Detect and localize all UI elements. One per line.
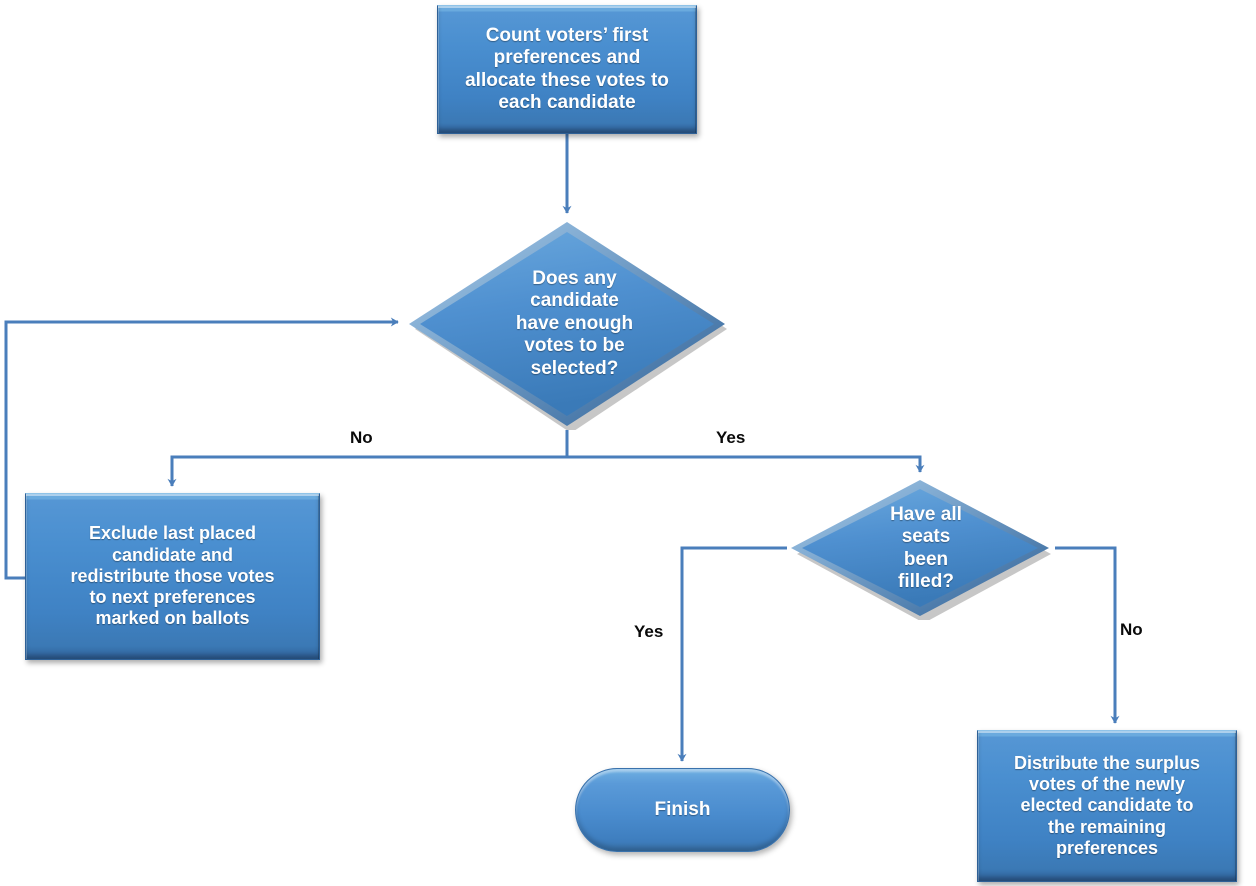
node-count-first-preferences-label: Count voters’ first preferences and allo… (465, 24, 669, 113)
node-distribute-surplus-label: Distribute the surplus votes of the newl… (1013, 752, 1201, 858)
node-distribute-surplus[interactable]: Distribute the surplus votes of the newl… (977, 730, 1237, 882)
edge-decision1-no (167, 455, 567, 487)
node-exclude-last-candidate-label: Exclude last placed candidate and redist… (70, 523, 275, 629)
edge-label-decision1-no: No (350, 428, 373, 447)
edge-label-decision2-no: No (1120, 620, 1143, 639)
edge-decision1-yes (567, 455, 925, 473)
decision-diamond-shape (409, 222, 727, 430)
node-count-first-preferences[interactable]: Count voters’ first preferences and allo… (437, 5, 697, 134)
edge-label-decision1-yes: Yes (716, 428, 746, 447)
decision-label-wrap: Does any candidate have enough votes to … (405, 218, 730, 430)
decision-label-wrap: Have all seats been filled? (787, 477, 1055, 620)
node-finish[interactable]: Finish (575, 768, 790, 852)
node-exclude-last-candidate[interactable]: Exclude last placed candidate and redist… (25, 493, 320, 660)
edge-decision2-no (1055, 546, 1120, 724)
node-enough-votes-decision[interactable]: Does any candidate have enough votes to … (405, 218, 730, 430)
edge-label-decision2-yes: Yes (634, 622, 664, 641)
node-all-seats-filled-decision[interactable]: Have all seats been filled? (787, 477, 1055, 620)
edge-decision2-yes (677, 546, 787, 762)
node-all-seats-filled-decision-label: Have all seats been filled? (890, 503, 962, 592)
decision-diamond-shape (791, 480, 1051, 620)
node-enough-votes-decision-label: Does any candidate have enough votes to … (515, 267, 634, 379)
node-finish-label: Finish (654, 798, 711, 820)
